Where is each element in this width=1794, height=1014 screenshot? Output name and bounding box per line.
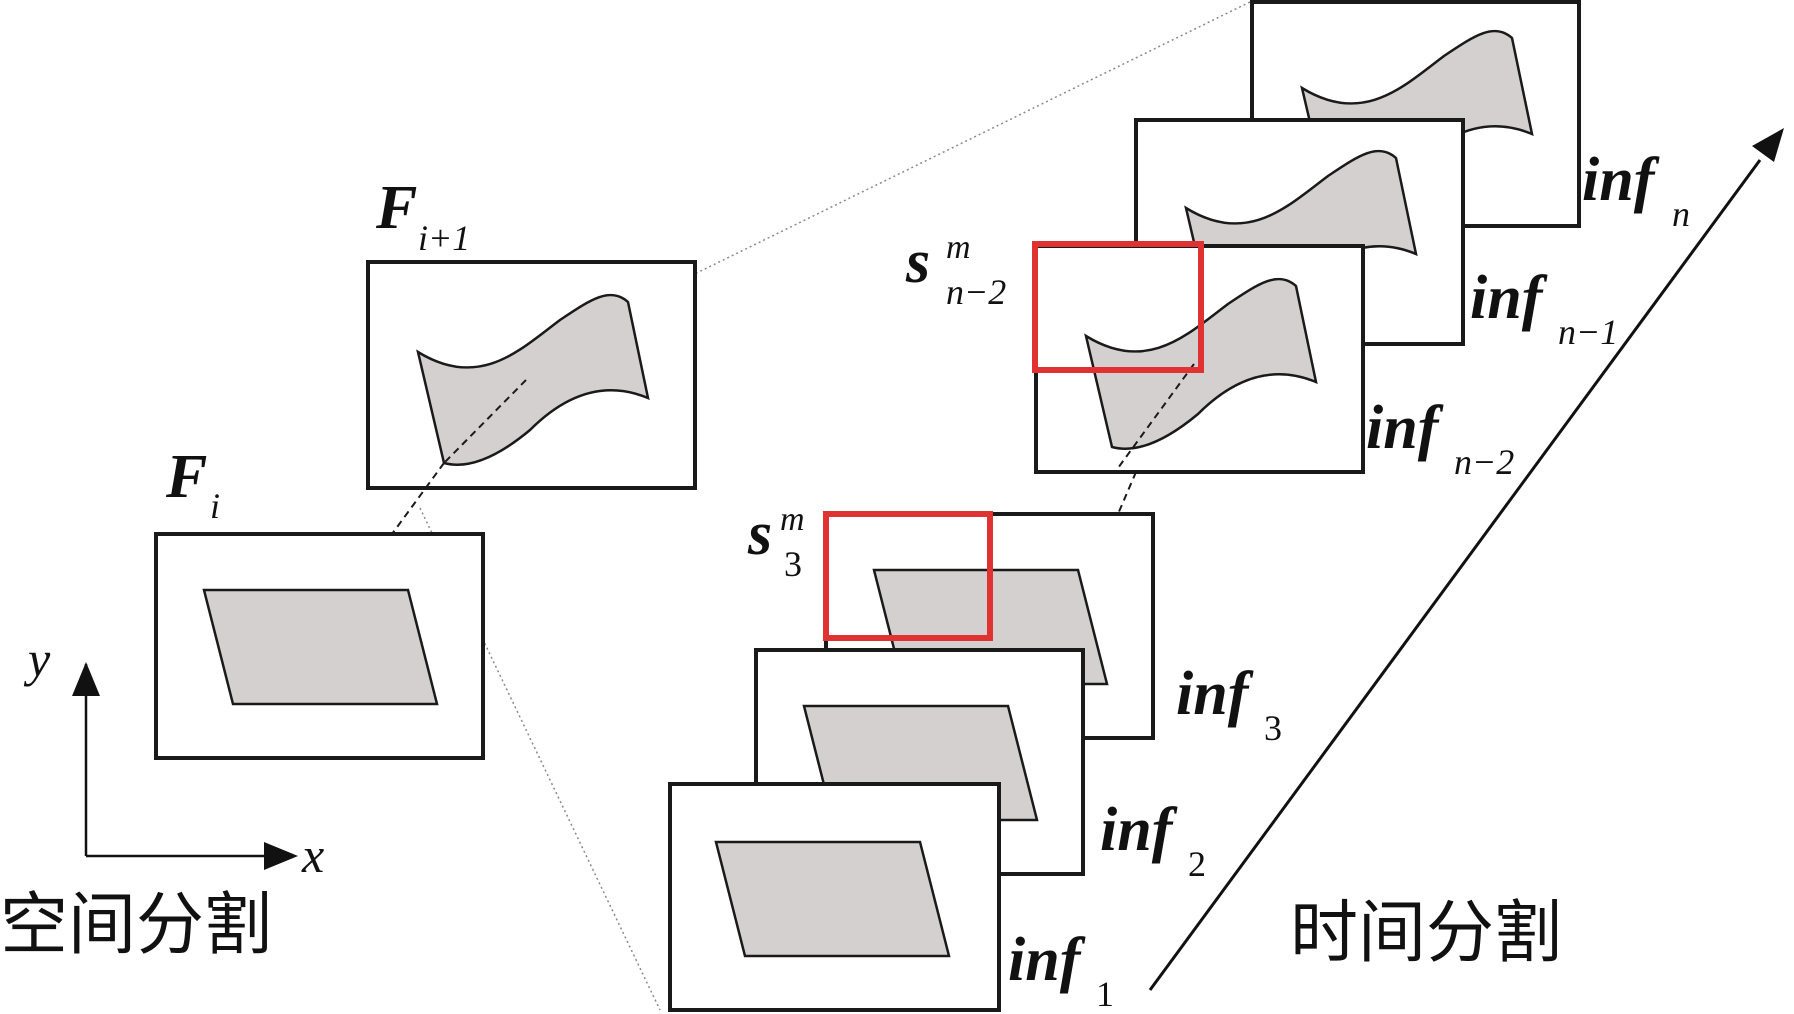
label-f-i: F i xyxy=(165,443,220,526)
label-sub: n−2 xyxy=(1454,442,1514,482)
label-sup: m xyxy=(946,229,971,266)
projection-lines xyxy=(367,1,1251,1011)
label-sub: i+1 xyxy=(418,218,470,258)
label-sub: 2 xyxy=(1188,844,1206,884)
arrow-up-right-icon xyxy=(1148,128,1784,991)
axis-x-label: x xyxy=(301,827,324,883)
xy-axes: y x xyxy=(23,631,324,883)
label-inf-n: inf n xyxy=(1582,146,1690,234)
label-sub: n−1 xyxy=(1558,312,1618,352)
label-sub: n−2 xyxy=(946,272,1006,312)
parallelogram-shape xyxy=(714,840,951,958)
label-base: F xyxy=(375,174,417,242)
label-sub: 3 xyxy=(1264,708,1282,748)
label-base: inf xyxy=(1100,796,1178,864)
label-inf-n-minus-1: inf n−1 xyxy=(1470,264,1618,352)
label-base: inf xyxy=(1008,926,1086,994)
curved-shape xyxy=(416,293,650,466)
label-sup: m xyxy=(780,501,805,538)
arrow-icon xyxy=(264,842,298,870)
label-base: s xyxy=(747,500,772,568)
label-inf-n-minus-2: inf n−2 xyxy=(1366,394,1514,482)
label-inf-3: inf 3 xyxy=(1176,660,1282,748)
label-base: s xyxy=(905,228,930,296)
segment-box-n-minus-2 xyxy=(1032,241,1204,373)
caption-temporal: 时间分割 xyxy=(1290,894,1562,973)
caption-spatial: 空间分割 xyxy=(0,886,272,965)
arrow-icon xyxy=(72,662,100,696)
frame-f-i-plus-1 xyxy=(366,260,697,490)
label-s-n-minus-2: s m n−2 xyxy=(905,228,1006,312)
label-inf-1: inf 1 xyxy=(1008,926,1114,1014)
label-sub: 1 xyxy=(1096,974,1114,1014)
trajectory-link xyxy=(391,462,445,535)
label-base: inf xyxy=(1582,146,1660,214)
parallelogram-shape xyxy=(202,588,439,706)
segment-box-3 xyxy=(823,511,993,641)
label-base: F xyxy=(165,443,207,511)
label-sub: n xyxy=(1672,194,1690,234)
label-base: inf xyxy=(1366,394,1444,462)
label-base: inf xyxy=(1176,660,1254,728)
trajectory-line xyxy=(1117,363,1195,469)
label-base: inf xyxy=(1470,264,1548,332)
frame-f-i xyxy=(154,532,485,760)
label-sub: 3 xyxy=(784,544,802,584)
axis-y-label: y xyxy=(23,631,51,687)
guide-line-top xyxy=(367,1,1251,435)
trajectory-link xyxy=(1117,471,1137,515)
label-s-3: s m 3 xyxy=(747,500,805,584)
label-sub: i xyxy=(210,486,220,526)
trajectory-line xyxy=(443,379,527,464)
frame-inf-1 xyxy=(668,782,1001,1012)
label-f-i-plus-1: F i+1 xyxy=(375,174,470,258)
label-inf-2: inf 2 xyxy=(1100,796,1206,884)
